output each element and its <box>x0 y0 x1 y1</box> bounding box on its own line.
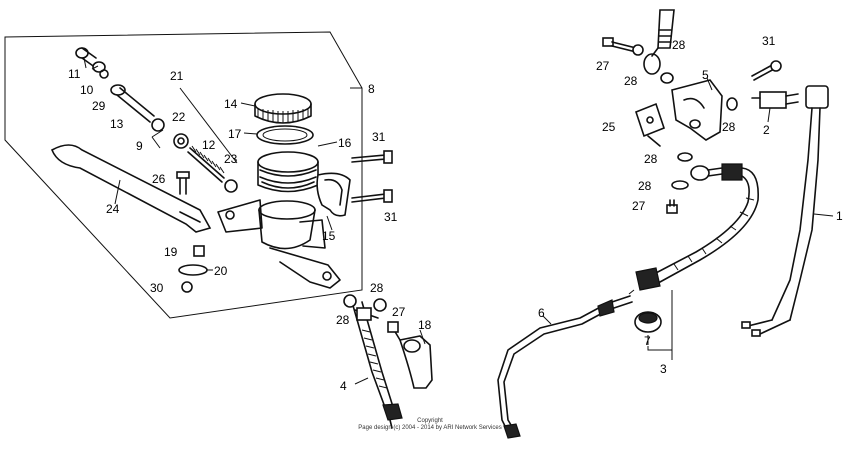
callout-27-middle: 27 <box>392 305 406 319</box>
callout-12: 12 <box>202 138 216 152</box>
clamp-bolt-upper <box>351 150 393 164</box>
cable-adjuster-top <box>643 9 675 75</box>
callout-21: 21 <box>170 69 184 83</box>
washer-housing <box>726 97 738 111</box>
callout-27-top: 27 <box>596 59 610 73</box>
callout-16: 16 <box>338 136 352 150</box>
callout-31-right: 31 <box>762 34 776 48</box>
callout-28-hose-left: 28 <box>336 313 350 327</box>
callout-28-housing: 28 <box>722 120 736 134</box>
callout-4: 4 <box>340 379 347 393</box>
callout-14: 14 <box>224 97 238 111</box>
callout-6: 6 <box>538 306 545 320</box>
part-labels: 1 2 3 4 5 6 7 8 9 10 11 12 13 14 15 16 1… <box>68 34 843 393</box>
pivot-spacer <box>178 264 208 276</box>
pivot-collar <box>193 245 205 257</box>
washer-mid <box>677 152 693 162</box>
switch-housing <box>671 79 723 141</box>
callout-7: 7 <box>644 334 651 348</box>
callout-11: 11 <box>68 67 81 81</box>
washer-top <box>660 72 674 84</box>
hose-joint <box>634 311 662 333</box>
pivot-nut <box>181 281 193 293</box>
assembly-boundary <box>4 31 363 319</box>
callout-10: 10 <box>80 83 94 97</box>
callout-15: 15 <box>322 229 336 243</box>
banjo-bolt-lower <box>666 199 678 214</box>
callout-13: 13 <box>110 117 124 131</box>
callout-28-top: 28 <box>672 38 686 52</box>
clutch-cable <box>497 295 633 439</box>
callout-28-top-left: 28 <box>624 74 638 88</box>
callout-28-hose-right: 28 <box>370 281 384 295</box>
callout-25: 25 <box>602 120 616 134</box>
lever-pivot-bolt <box>176 171 190 195</box>
callout-22: 22 <box>172 110 186 124</box>
washer-lower <box>671 180 689 190</box>
callout-19: 19 <box>164 245 178 259</box>
copyright-line-1: Copyright <box>417 418 443 424</box>
callout-3: 3 <box>660 362 667 376</box>
callout-1: 1 <box>836 209 843 223</box>
handlebar-clamp <box>316 172 351 217</box>
mounting-bracket <box>635 102 665 147</box>
front-stop-switch <box>751 91 799 109</box>
callout-5: 5 <box>702 68 709 82</box>
callout-29: 29 <box>92 99 106 113</box>
callout-31-upper: 31 <box>372 130 386 144</box>
callout-31-lower: 31 <box>384 210 398 224</box>
callout-28-lower: 28 <box>638 179 652 193</box>
switch-screw <box>751 60 782 81</box>
copyright-notice: Copyright Page design (c) 2004 - 2014 by… <box>330 418 530 432</box>
banjo-bolt-top <box>602 37 644 56</box>
callout-26: 26 <box>152 172 166 186</box>
callout-8: 8 <box>368 82 375 96</box>
clutch-hose <box>635 163 759 291</box>
brake-light-switch <box>387 321 433 389</box>
clamp-bolt-lower <box>351 189 393 203</box>
brake-hose <box>351 301 403 429</box>
callout-9: 9 <box>136 139 143 153</box>
callout-27-right: 27 <box>632 199 646 213</box>
diaphragm-plate <box>256 125 314 145</box>
callout-23: 23 <box>224 152 238 166</box>
brake-lever <box>50 144 212 233</box>
diaphragm <box>257 151 319 193</box>
reservoir-cap <box>254 93 312 124</box>
banjo-washers <box>343 294 387 321</box>
callout-24: 24 <box>106 202 120 216</box>
callout-28-mid: 28 <box>644 152 658 166</box>
copyright-line-2: Page design (c) 2004 - 2014 by ARI Netwo… <box>358 425 502 431</box>
callout-17: 17 <box>228 127 242 141</box>
callout-30: 30 <box>150 281 164 295</box>
switch-wire-harness <box>741 85 829 337</box>
callout-18: 18 <box>418 318 432 332</box>
master-cylinder-body <box>217 199 341 289</box>
callout-2: 2 <box>763 123 770 137</box>
callout-20: 20 <box>214 264 228 278</box>
